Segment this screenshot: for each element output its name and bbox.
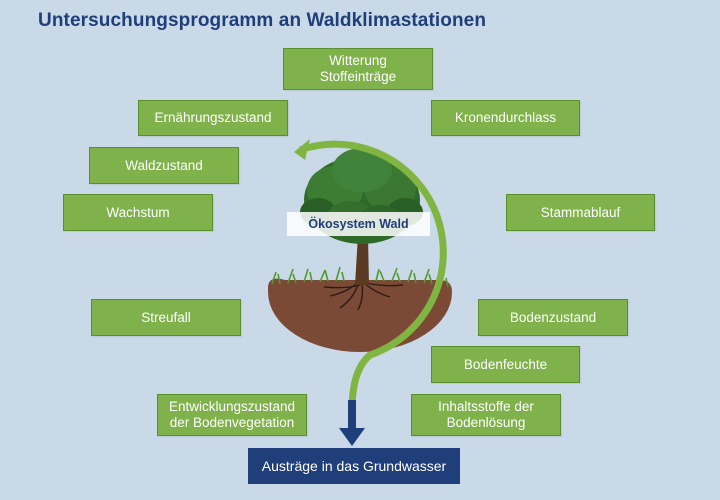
cycle-arrow [298, 140, 447, 411]
box-witterung: Witterung Stoffeinträge [283, 48, 433, 90]
box-kronendurchlass: Kronendurchlass [431, 100, 580, 136]
box-entwicklungszustand: Entwicklungszustand der Bodenvegetation [157, 394, 307, 436]
box-ernaehrungszustand: Ernährungszustand [138, 100, 288, 136]
box-bodenzustand: Bodenzustand [478, 299, 628, 336]
box-streufall: Streufall [91, 299, 241, 336]
box-waldzustand: Waldzustand [89, 147, 239, 184]
cycle-arrow-head [294, 139, 310, 160]
output-arrow-head [339, 428, 365, 446]
box-wachstum: Wachstum [63, 194, 213, 231]
ecosystem-label: Ökosystem Wald [287, 212, 430, 236]
box-stammablauf: Stammablauf [506, 194, 655, 231]
output-box: Austräge in das Grundwasser [248, 448, 460, 484]
roots [323, 281, 404, 311]
box-bodenfeuchte: Bodenfeuchte [431, 346, 580, 383]
box-inhaltsstoffe: Inhaltsstoffe der Bodenlösung [411, 394, 561, 436]
diagram-title: Untersuchungsprogramm an Waldklimastatio… [38, 10, 487, 31]
output-arrow-shaft [348, 400, 356, 428]
grass [271, 266, 449, 288]
